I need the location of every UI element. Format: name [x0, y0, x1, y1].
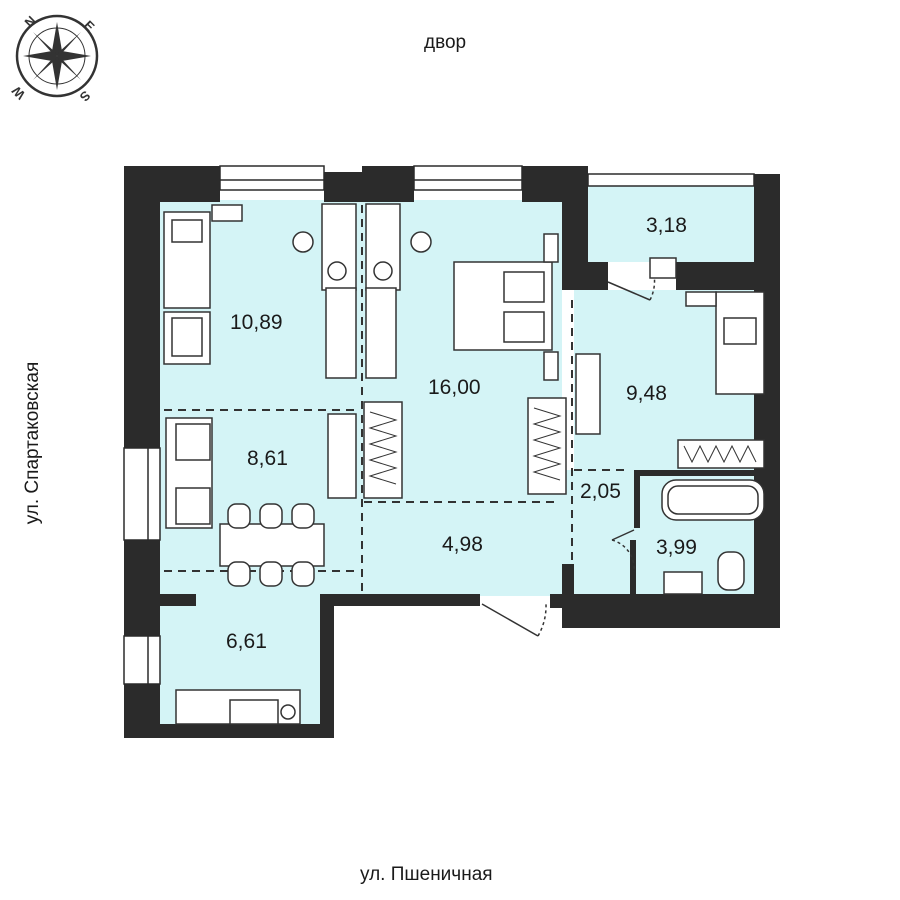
room-area-label: 3,99 — [656, 536, 697, 559]
wardrobe-icon — [527, 397, 567, 495]
wardrobe-icon — [363, 401, 403, 499]
wardrobe-hatching — [368, 407, 757, 485]
room-area-label: 9,48 — [626, 382, 667, 405]
street-bottom-label: ул. Пшеничная — [360, 864, 493, 885]
furniture — [163, 203, 765, 725]
courtyard-label: двор — [424, 32, 467, 53]
room-area-label: 6,61 — [226, 630, 267, 653]
sink-icon — [663, 571, 703, 595]
toilet-icon — [717, 551, 745, 591]
desk-icon — [327, 413, 357, 499]
zone-dividers — [164, 205, 630, 594]
street-left-label: ул. Спартаковская — [22, 361, 43, 525]
doors — [481, 261, 656, 637]
desk-icon — [321, 203, 357, 291]
room-area-label: 16,00 — [428, 376, 481, 399]
room-area-label: 4,98 — [442, 533, 483, 556]
room-area-label: 3,18 — [646, 214, 687, 237]
room-area-label: 10,89 — [230, 311, 283, 334]
desk-icon — [365, 287, 397, 379]
desk-icon — [575, 353, 601, 435]
compass-rose-icon: N E S W — [8, 13, 99, 105]
room-area-label: 8,61 — [247, 447, 288, 470]
windows — [123, 165, 755, 685]
desk-icon — [325, 287, 357, 379]
dining-table-icon — [219, 523, 325, 567]
walls — [124, 166, 780, 738]
wardrobe-icon — [677, 439, 765, 469]
room-area-label: 2,05 — [580, 480, 621, 503]
